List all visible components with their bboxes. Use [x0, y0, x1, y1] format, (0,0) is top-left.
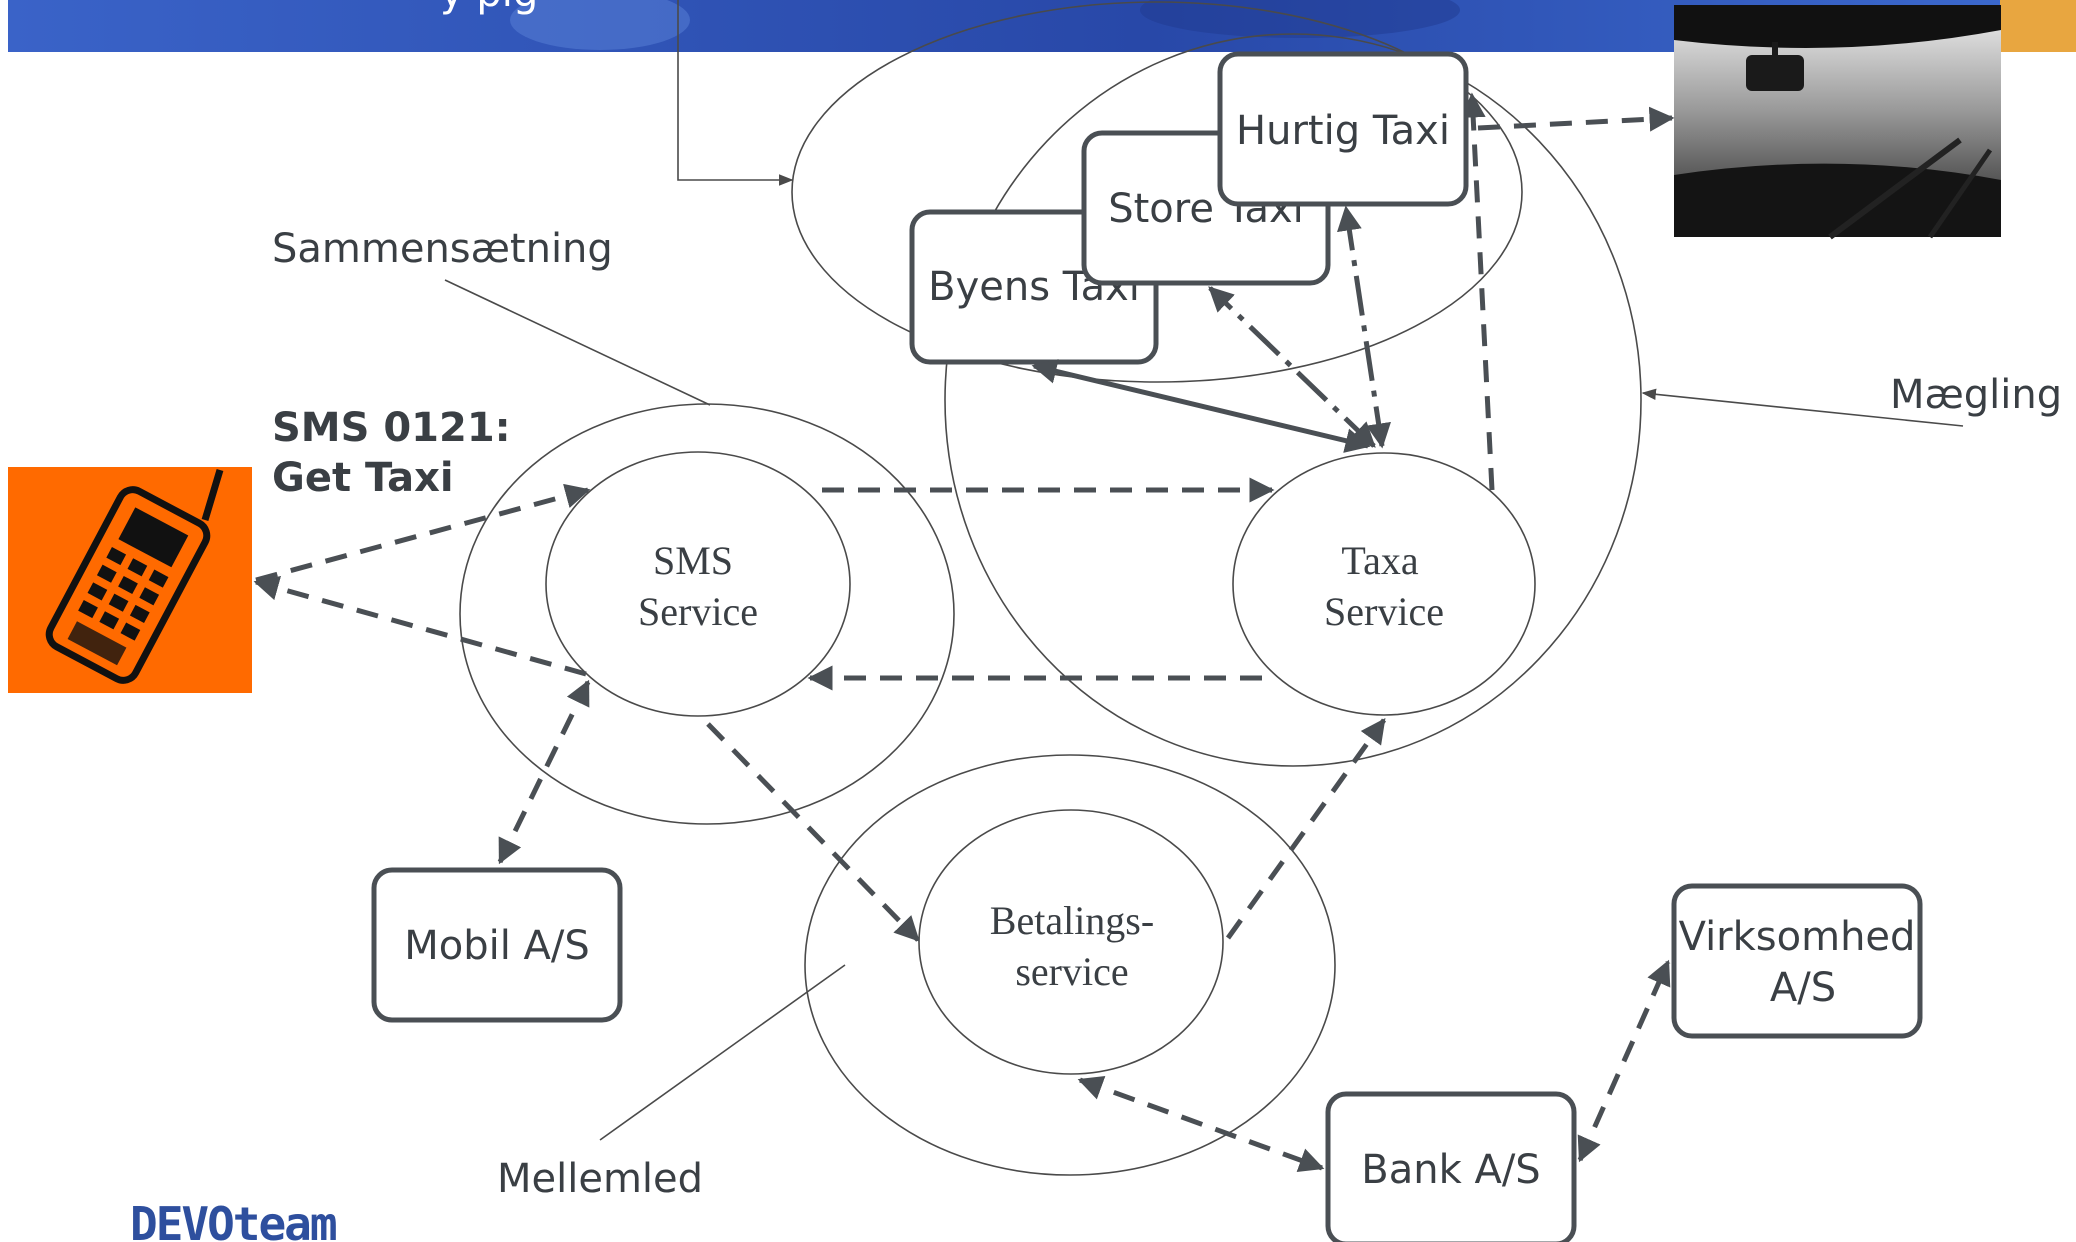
sms-service-label-2: Service [638, 589, 758, 634]
betaling-service-label-2: service [1015, 949, 1128, 994]
sms-service-label-1: SMS [653, 538, 733, 583]
arrow-sms-to-phone [253, 576, 587, 677]
taxa-service-label-1: Taxa [1341, 538, 1418, 583]
sms-callout-line1: SMS 0121: [272, 405, 511, 451]
virksomhed-box: Virksomhed A/S [1671, 883, 1923, 1039]
arrow-betaling-to-taxa [1225, 717, 1387, 940]
devoteam-logo: DEVOteam [130, 1197, 336, 1242]
arrow-phone-to-sms [255, 483, 591, 583]
maegling-ellipse [944, 33, 1642, 767]
sammensaetning-label: Sammensætning [272, 226, 613, 272]
hurtig-taxi-label: Hurtig Taxi [1236, 108, 1450, 154]
sammensaetning-leader [444, 279, 711, 406]
sms-callout-line2: Get Taxi [272, 455, 454, 501]
taxa-service-label-2: Service [1324, 589, 1444, 634]
windshield-photo [1674, 5, 2001, 240]
mellemled-label: Mellemled [497, 1156, 703, 1202]
mobil-box: Mobil A/S [371, 867, 623, 1023]
arrow-sms-to-betaling [706, 722, 920, 942]
betaling-outer-ellipse [804, 754, 1336, 1176]
arrow-taxa-to-hurtig [1460, 92, 1495, 491]
mellemled-leader [599, 964, 846, 1141]
mobile-phone-icon [8, 467, 252, 693]
header-connector [677, 0, 794, 186]
mobil-label: Mobil A/S [404, 923, 590, 969]
arrow-hurtig-to-photo [1477, 106, 1675, 132]
betaling-service-label-1: Betalings- [990, 898, 1154, 943]
maegling-label: Mægling [1890, 372, 2062, 418]
hurtig-taxi-box: Hurtig Taxi [1217, 51, 1469, 207]
arrow-betaling-bank [1077, 1075, 1325, 1173]
taxa-service-ellipse [1232, 452, 1536, 716]
arrow-taxa-byens [1031, 359, 1371, 453]
bank-label: Bank A/S [1361, 1147, 1540, 1193]
header-text-fragment: y pig [440, 0, 538, 16]
bank-box: Bank A/S [1325, 1091, 1577, 1242]
arrow-taxa-store [1208, 286, 1376, 448]
virksomhed-label-2: A/S [1770, 965, 1836, 1011]
arrow-bank-virksomhed [1577, 959, 1671, 1163]
arrow-taxa-hurtig [1337, 205, 1391, 449]
virksomhed-label-1: Virksomhed [1679, 914, 1916, 960]
maegling-leader [1641, 388, 1964, 427]
sms-service-ellipse [545, 451, 851, 717]
betaling-service-ellipse [918, 809, 1224, 1075]
